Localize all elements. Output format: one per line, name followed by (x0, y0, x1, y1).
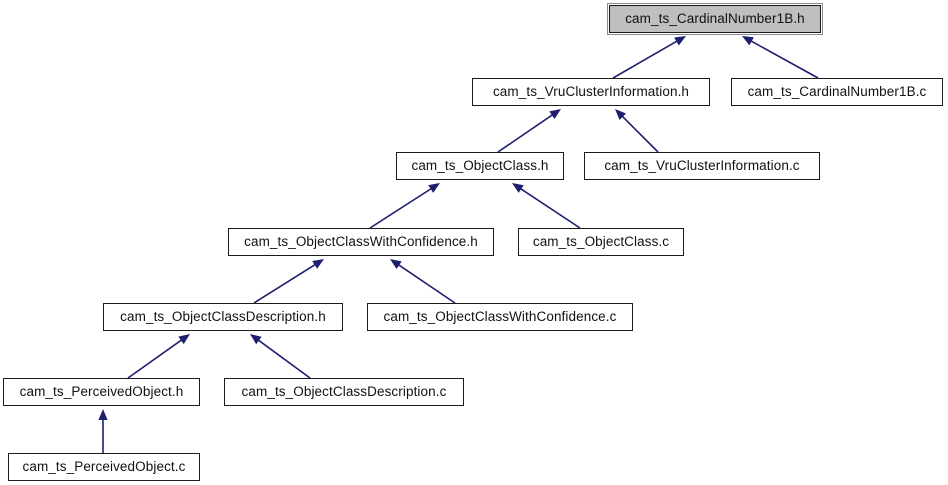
graph-node-objectclassdescription-h[interactable]: cam_ts_ObjectClassDescription.h (103, 303, 343, 331)
graph-edge-arrowhead (250, 334, 262, 345)
graph-edge-line (519, 187, 581, 229)
graph-edge-arrowhead (615, 109, 627, 121)
graph-node-label: cam_ts_VruClusterInformation.c (604, 158, 800, 174)
graph-node-label: cam_ts_ObjectClassDescription.c (241, 384, 447, 400)
graph-node-label: cam_ts_ObjectClassDescription.h (120, 309, 326, 325)
graph-edge-arrowhead (178, 334, 190, 345)
graph-node-label: cam_ts_VruClusterInformation.h (492, 84, 690, 100)
graph-node-objectclasswithconfidence-h[interactable]: cam_ts_ObjectClassWithConfidence.h (228, 228, 494, 256)
graph-edge-arrowhead (390, 259, 402, 269)
graph-edge-arrowhead (674, 36, 686, 46)
graph-edge-line (612, 39, 679, 79)
graph-node-label: cam_ts_ObjectClass.c (532, 234, 670, 250)
graph-edge-arrowhead (98, 409, 108, 420)
graph-edge-line (397, 263, 456, 304)
graph-edge-line (256, 338, 311, 379)
graph-edge-line (253, 263, 317, 304)
graph-node-objectclassdescription-c[interactable]: cam_ts_ObjectClassDescription.c (224, 378, 464, 406)
graph-node-cardinalnumber1b-c[interactable]: cam_ts_CardinalNumber1B.c (731, 78, 943, 106)
graph-node-vruclusterinformation-c[interactable]: cam_ts_VruClusterInformation.c (584, 152, 820, 180)
graph-edge-line (369, 187, 433, 229)
graph-node-perceivedobject-h[interactable]: cam_ts_PerceivedObject.h (3, 378, 200, 406)
graph-node-objectclass-h[interactable]: cam_ts_ObjectClass.h (396, 152, 564, 180)
graph-node-label: cam_ts_ObjectClassWithConfidence.c (383, 309, 617, 325)
graph-edge-line (497, 113, 555, 153)
graph-node-label: cam_ts_CardinalNumber1B.c (747, 84, 927, 100)
graph-node-label: cam_ts_ObjectClass.h (411, 158, 549, 174)
graph-edge-arrowhead (742, 36, 754, 46)
graph-node-label: cam_ts_ObjectClassWithConfidence.h (244, 234, 478, 250)
graph-node-vruclusterinformation-h[interactable]: cam_ts_VruClusterInformation.h (472, 78, 710, 106)
graph-node-label: cam_ts_PerceivedObject.c (22, 459, 186, 475)
graph-node-label: cam_ts_PerceivedObject.h (19, 384, 184, 400)
graph-node-perceivedobject-c[interactable]: cam_ts_PerceivedObject.c (8, 453, 200, 481)
graph-node-objectclasswithconfidence-c[interactable]: cam_ts_ObjectClassWithConfidence.c (367, 303, 633, 331)
graph-edge-arrowhead (428, 183, 440, 193)
graph-node-label: cam_ts_CardinalNumber1B.h (625, 11, 805, 27)
graph-edge-line (620, 114, 659, 153)
graph-node-objectclass-c[interactable]: cam_ts_ObjectClass.c (518, 228, 684, 256)
graph-edge-arrowhead (512, 183, 524, 193)
graph-node-cardinalnumber1b-h[interactable]: cam_ts_CardinalNumber1B.h (607, 3, 823, 35)
graph-edge-line (749, 39, 819, 79)
graph-edge-line (127, 338, 184, 379)
graph-edge-arrowhead (312, 259, 324, 269)
graph-edge-arrowhead (549, 109, 561, 120)
